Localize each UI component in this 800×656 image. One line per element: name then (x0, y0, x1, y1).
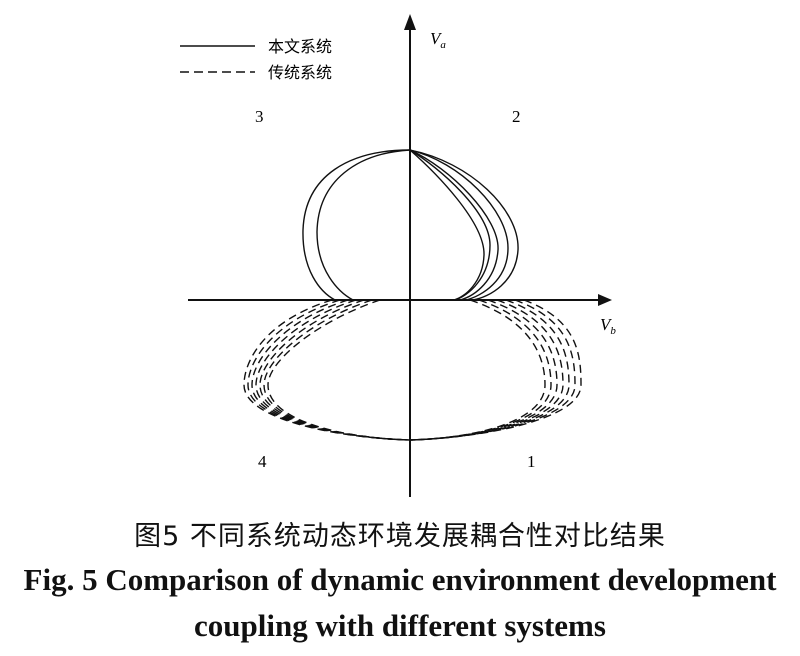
figure-caption-en-line2: coupling with different systems (194, 608, 606, 643)
dashed-curve-left-2 (263, 299, 411, 441)
quadrant-label-1: 1 (527, 452, 536, 471)
dashed-curve-right-1 (409, 299, 546, 441)
coupling-chart: Va Vb 1 2 3 4 本文系统 传统系统 (180, 14, 616, 497)
y-axis-arrow (404, 14, 416, 30)
quadrant-label-3: 3 (255, 107, 264, 126)
x-axis-arrow (598, 294, 612, 306)
quadrant-label-2: 2 (512, 107, 521, 126)
dashed-curve-right-2 (409, 299, 552, 441)
figure-caption-en-line1: Fig. 5 Comparison of dynamic environment… (23, 562, 777, 597)
legend: 本文系统 传统系统 (180, 37, 332, 82)
dashed-curve-left-4 (255, 299, 411, 441)
quadrant-label-4: 4 (258, 452, 267, 471)
dashed-curve-left-3 (259, 299, 411, 441)
solid-curve-5 (409, 149, 485, 301)
dashed-series (243, 299, 582, 441)
solid-curve-1 (409, 149, 519, 301)
solid-series (302, 149, 519, 301)
solid-left-loop-inner (316, 149, 411, 301)
solid-curve-2 (409, 149, 509, 301)
legend-label-solid: 本文系统 (268, 37, 332, 56)
legend-label-dashed: 传统系统 (268, 63, 332, 82)
dashed-curve-left-7 (243, 299, 411, 441)
solid-left-loop-outer (302, 149, 411, 301)
dashed-curve-right-7 (409, 299, 582, 441)
x-axis-label: Vb (600, 315, 616, 337)
dashed-curve-right-5 (409, 299, 570, 441)
figure-caption-cn: 图5 不同系统动态环境发展耦合性对比结果 (134, 521, 666, 552)
solid-curve-4 (409, 149, 491, 301)
y-axis-label: Va (430, 29, 446, 51)
dashed-curve-right-4 (409, 299, 564, 441)
solid-curve-3 (409, 149, 499, 301)
